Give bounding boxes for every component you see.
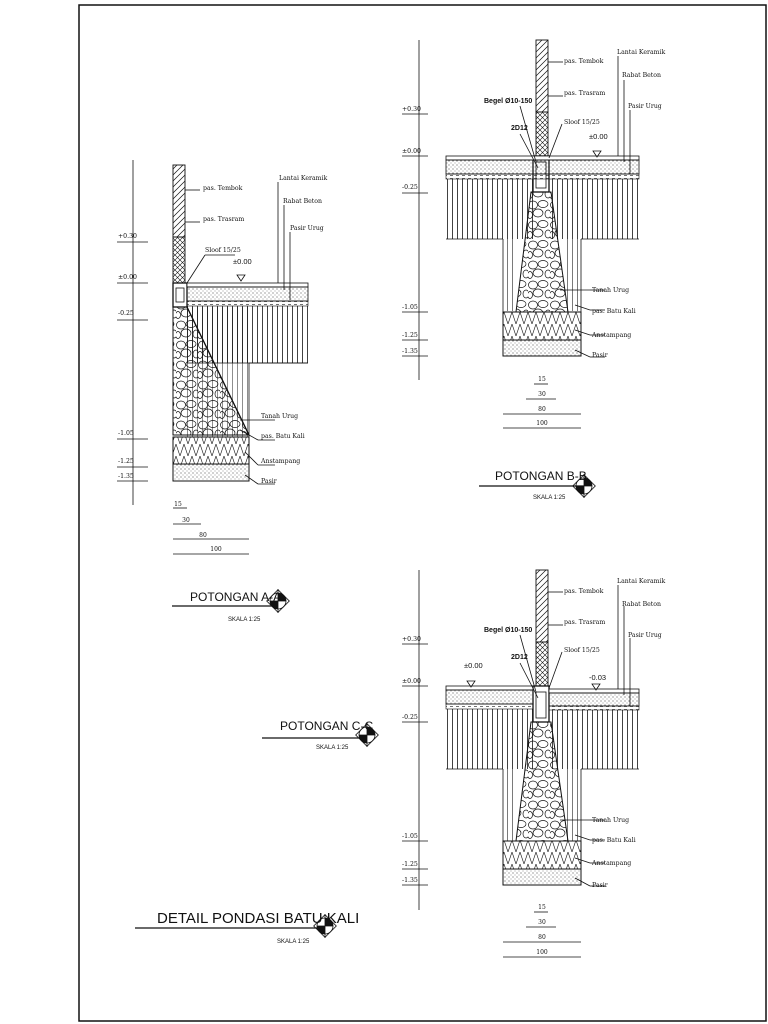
label-a-trasram: pas. Trasram (203, 216, 244, 223)
level-a-0: +0.30 (118, 233, 137, 240)
label-b-sloof: Sloof 15/25 (564, 119, 600, 126)
label-b-pasir: Pasir (592, 352, 608, 359)
level-c-0: +0.30 (402, 636, 421, 643)
title-b: POTONGAN B-B (495, 469, 587, 483)
floor-mark-b: ±0.00 (589, 132, 608, 141)
label-a-sloof: Sloof 15/25 (205, 247, 241, 254)
label-c-batu: pas. Batu Kali (592, 837, 636, 844)
floor-mark-c-left: ±0.00 (464, 661, 483, 670)
level-c-5: -1.35 (402, 877, 418, 884)
label-b-rabat: Rabat Beton (622, 72, 661, 79)
sheet-border (78, 4, 767, 1022)
level-c-1: ±0.00 (402, 678, 421, 685)
label-b-anstampang: Anstampang (591, 332, 631, 339)
level-b-5: -1.35 (402, 348, 418, 355)
label-a-pasir-urug: Pasir Urug (290, 225, 324, 232)
level-c-3: -1.05 (402, 833, 418, 840)
dims-b: 15 30 80 100 (503, 376, 581, 429)
dim-c-1: 30 (538, 919, 546, 926)
label-c-sloof: Sloof 15/25 (564, 647, 600, 654)
dim-c-2: 80 (538, 934, 546, 941)
scale-a: SKALA 1:25 (228, 617, 261, 623)
dim-c-3: 100 (536, 949, 548, 956)
leaders-a (185, 182, 291, 485)
label-a-pasir: Pasir (261, 478, 277, 485)
rebar-b: 2D12 (511, 125, 528, 132)
title-a: POTONGAN A-A (190, 590, 281, 604)
label-a-tembok: pas. Tembok (203, 185, 243, 192)
section-a: +0.30 ±0.00 -0.25 -1.05 -1.25 -1.35 ±0.0… (117, 160, 328, 623)
label-b-pasir-urug: Pasir Urug (628, 103, 662, 110)
level-b-4: -1.25 (402, 332, 418, 339)
dim-b-3: 100 (536, 420, 548, 427)
levels-c: +0.30 ±0.00 -0.25 -1.05 -1.25 -1.35 (402, 636, 428, 886)
label-a-batu: pas. Batu Kali (261, 433, 305, 440)
dims-a: 15 30 80 100 (173, 501, 249, 555)
level-a-2: -0.25 (118, 310, 134, 317)
level-a-1: ±0.00 (118, 274, 137, 281)
label-b-trasram: pas. Trasram (564, 90, 605, 97)
dim-b-2: 80 (538, 406, 546, 413)
leaders-b (548, 56, 631, 358)
level-b-2: -0.25 (402, 184, 418, 191)
title-c: POTONGAN C-C (280, 719, 373, 733)
main-title-block: DETAIL PONDASI BATU KALI SKALA 1:25 (135, 910, 359, 945)
begel-c: Begel Ø10-150 (484, 627, 532, 634)
level-a-5: -1.35 (118, 473, 134, 480)
level-b-0: +0.30 (402, 106, 421, 113)
label-c-tanah: Tanah Urug (592, 817, 629, 824)
section-b: +0.30 ±0.00 -0.25 -1.05 -1.25 -1.35 ±0.0… (402, 39, 666, 501)
dim-a-1: 30 (182, 517, 190, 524)
label-c-tembok: pas. Tembok (564, 588, 604, 595)
dim-b-0: 15 (538, 376, 546, 383)
levels-b: +0.30 ±0.00 -0.25 -1.05 -1.25 -1.35 (402, 106, 428, 357)
scale-c: SKALA 1:25 (316, 745, 349, 751)
section-c: +0.30 ±0.00 -0.25 -1.05 -1.25 -1.35 (262, 569, 666, 958)
main-title: DETAIL PONDASI BATU KALI (157, 910, 359, 927)
level-a-3: -1.05 (118, 430, 134, 437)
level-c-4: -1.25 (402, 861, 418, 868)
leaders-c (548, 585, 631, 887)
label-c-rabat: Rabat Beton (622, 601, 661, 608)
floor-mark-a: ±0.00 (233, 257, 252, 266)
label-a-anstampang: Anstampang (260, 458, 300, 465)
label-a-lantai: Lantai Keramik (279, 175, 328, 182)
label-c-lantai: Lantai Keramik (617, 578, 666, 585)
begel-b: Begel Ø10-150 (484, 98, 532, 105)
dim-a-2: 80 (199, 532, 207, 539)
label-a-tanah: Tanah Urug (261, 413, 298, 420)
main-scale: SKALA 1:25 (277, 939, 310, 945)
label-b-batu: pas. Batu Kali (592, 308, 636, 315)
dim-a-0: 15 (174, 501, 182, 508)
label-c-pasir: Pasir (592, 882, 608, 889)
level-b-3: -1.05 (402, 304, 418, 311)
label-a-rabat: Rabat Beton (283, 198, 322, 205)
scale-b: SKALA 1:25 (533, 495, 566, 501)
level-c-2: -0.25 (402, 714, 418, 721)
level-b-1: ±0.00 (402, 148, 421, 155)
label-c-anstampang: Anstampang (591, 860, 631, 867)
label-b-lantai: Lantai Keramik (617, 49, 666, 56)
dims-c: 15 30 80 100 (503, 904, 581, 958)
rebar-c: 2D12 (511, 654, 528, 661)
dim-b-1: 30 (538, 391, 546, 398)
dim-c-0: 15 (538, 904, 546, 911)
label-c-pasir-urug: Pasir Urug (628, 632, 662, 639)
dim-a-3: 100 (210, 546, 222, 553)
level-a-4: -1.25 (118, 458, 134, 465)
levels-a: +0.30 ±0.00 -0.25 -1.05 -1.25 -1.35 (117, 233, 148, 482)
floor-mark-c-right: -0.03 (589, 673, 606, 682)
label-b-tanah: Tanah Urug (592, 287, 629, 294)
label-b-tembok: pas. Tembok (564, 58, 604, 65)
label-c-trasram: pas. Trasram (564, 619, 605, 626)
